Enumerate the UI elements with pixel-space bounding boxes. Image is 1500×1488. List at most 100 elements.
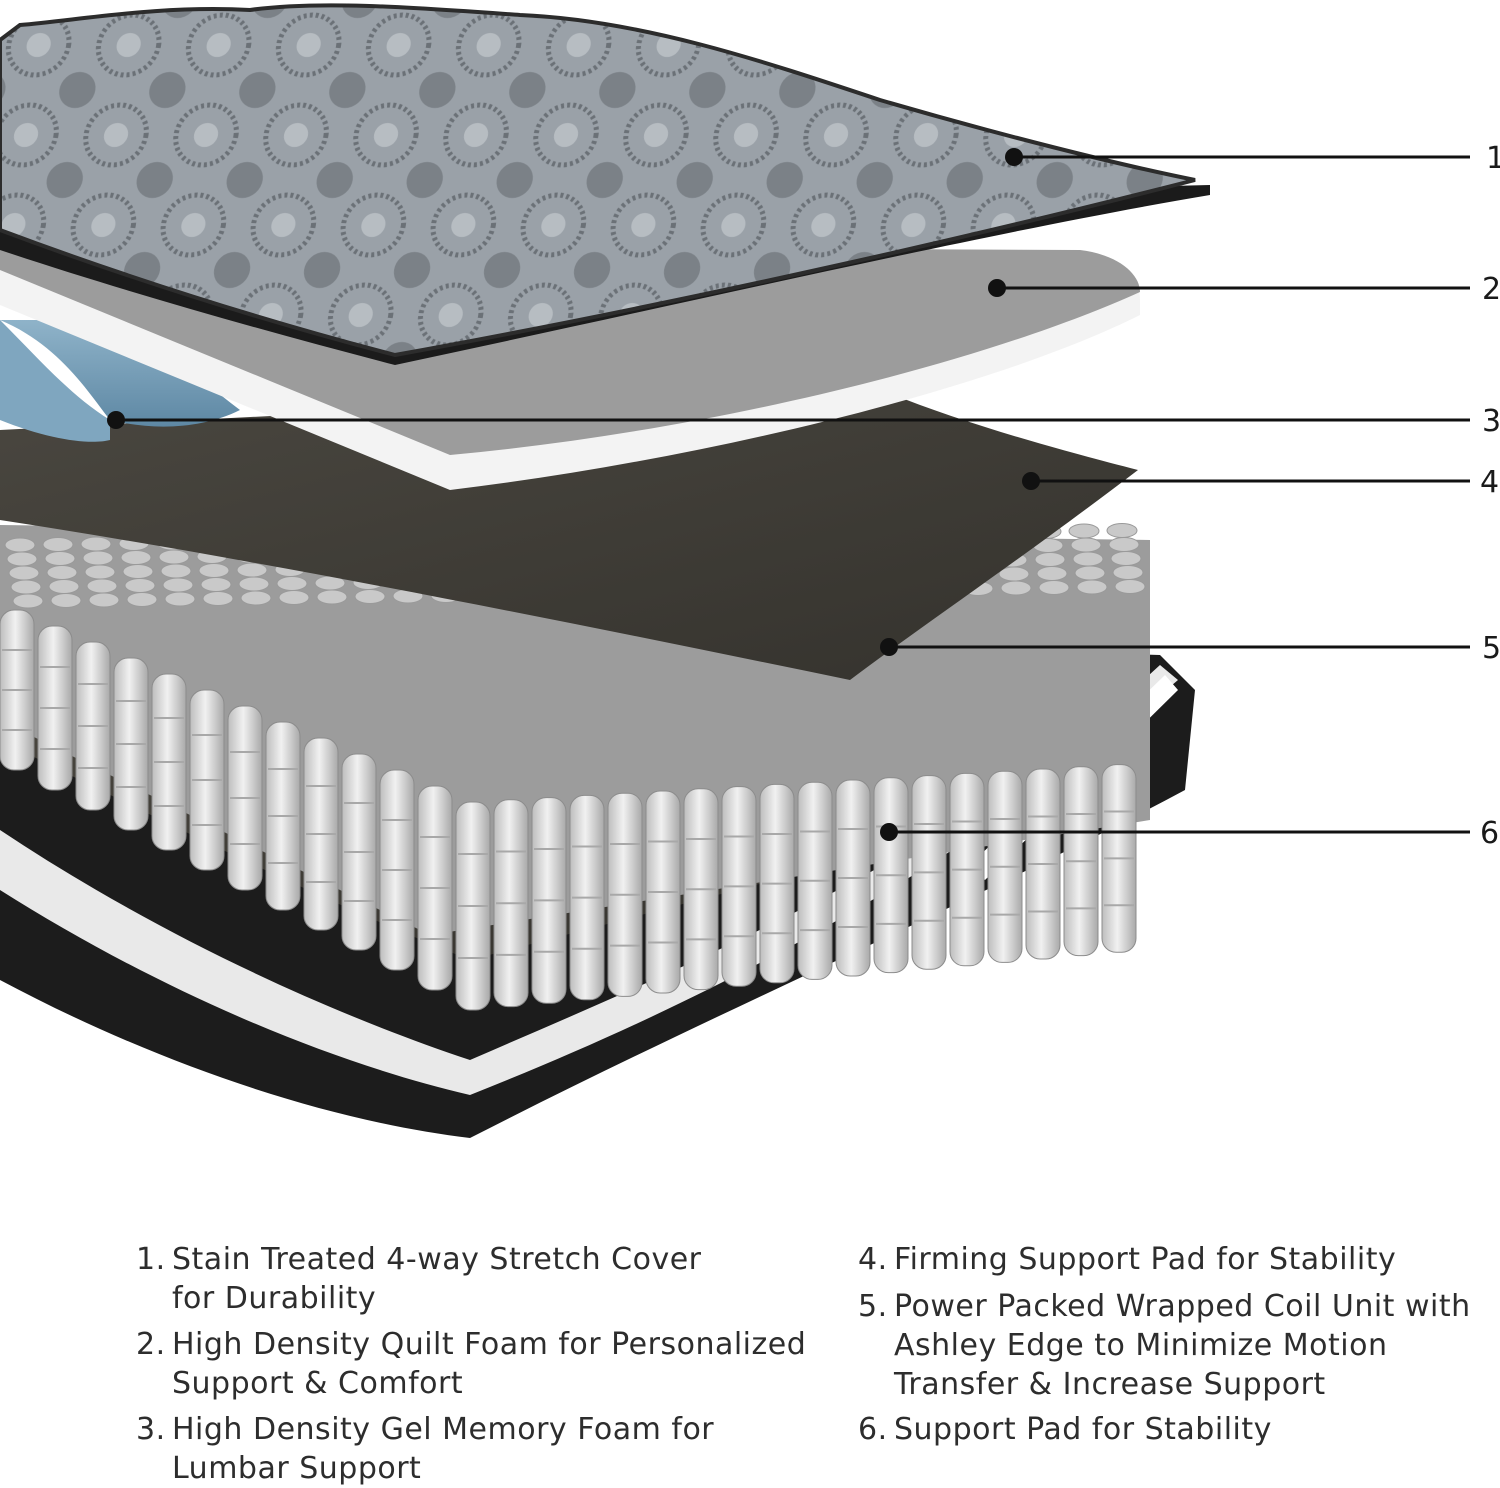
coil-top — [202, 591, 234, 606]
coil — [569, 794, 605, 1001]
coil — [227, 705, 263, 891]
coil — [417, 785, 453, 991]
gel-memory-foam-layer — [0, 320, 240, 427]
coil-top — [1072, 551, 1104, 567]
coil-top — [120, 550, 152, 565]
coil — [1063, 766, 1099, 957]
coil-top — [1076, 579, 1108, 595]
legend-item-1: 1. Stain Treated 4-way Stretch Cover for… — [136, 1240, 702, 1318]
coil-top — [316, 589, 348, 605]
coil — [873, 777, 909, 974]
coil-top — [1070, 537, 1102, 553]
legend-text: Power Packed Wrapped Coil Unit with Ashl… — [894, 1289, 1471, 1402]
coil-top — [238, 576, 270, 592]
coil — [911, 775, 947, 970]
coil — [683, 788, 719, 991]
coil — [189, 689, 225, 871]
callout-4: 4 — [1022, 465, 1499, 500]
coil-top — [50, 593, 82, 608]
coil-top — [84, 564, 116, 580]
coil — [797, 781, 833, 980]
coil-top — [42, 537, 74, 552]
legend-number: 6. — [858, 1412, 888, 1447]
legend-text: High Density Quilt Foam for Personalized… — [172, 1327, 807, 1401]
legend-text: High Density Gel Memory Foam for Lumbar … — [172, 1412, 715, 1486]
coil-top — [1108, 537, 1140, 552]
legend-number: 5. — [858, 1289, 888, 1324]
coil — [379, 769, 415, 971]
callout-number: 3 — [1482, 404, 1500, 439]
coil-top — [124, 578, 156, 593]
coil-top — [276, 576, 308, 591]
coil-top — [1034, 552, 1066, 567]
coil — [0, 609, 35, 771]
coil-top — [1106, 523, 1138, 538]
coil — [949, 772, 985, 967]
coil — [151, 673, 187, 851]
coil-top — [158, 549, 190, 565]
coil-top — [122, 564, 154, 579]
coil — [987, 770, 1023, 963]
coil — [645, 790, 681, 994]
stretch-cover-layer — [0, 3, 1210, 365]
callout-number: 4 — [1480, 465, 1499, 500]
legend-number: 3. — [136, 1412, 166, 1447]
coil — [303, 737, 339, 931]
coil-top — [126, 592, 158, 607]
coil — [455, 801, 491, 1011]
coil — [37, 625, 73, 791]
coil — [493, 799, 529, 1008]
coil-top — [80, 536, 112, 552]
coil — [75, 641, 111, 811]
coil-top — [44, 551, 76, 566]
legend-number: 2. — [136, 1327, 166, 1362]
coil — [759, 783, 795, 984]
coil-top — [198, 563, 230, 578]
layer-legend: 1. Stain Treated 4-way Stretch Cover for… — [0, 1230, 1500, 1486]
coil-top — [1000, 580, 1032, 596]
coil-top — [240, 590, 272, 606]
legend-item-3: 3. High Density Gel Memory Foam for Lumb… — [136, 1410, 714, 1488]
coil-top — [8, 565, 40, 581]
coil-top — [12, 593, 44, 609]
coil-top — [82, 550, 114, 566]
legend-item-4: 4. Firming Support Pad for Stability — [858, 1240, 1396, 1279]
coil-top — [164, 591, 196, 607]
coil-top — [354, 589, 386, 604]
coil-top — [1038, 580, 1070, 595]
legend-text: Support Pad for Stability — [894, 1412, 1272, 1447]
coil — [1025, 768, 1061, 960]
coil — [1101, 764, 1137, 953]
callout-number: 6 — [1480, 816, 1499, 851]
coil — [531, 797, 567, 1004]
coil-top — [48, 579, 80, 594]
coil-top — [1114, 579, 1146, 594]
callout-6: 6 — [880, 816, 1499, 851]
callout-number: 5 — [1482, 631, 1500, 666]
legend-text: Stain Treated 4-way Stretch Cover for Du… — [172, 1242, 702, 1316]
coil-top — [160, 563, 192, 579]
legend-number: 4. — [858, 1242, 888, 1277]
coil — [265, 721, 301, 911]
coil — [607, 792, 643, 997]
legend-item-6: 6. Support Pad for Stability — [858, 1410, 1272, 1449]
legend-item-2: 2. High Density Quilt Foam for Personali… — [136, 1325, 806, 1403]
legend-text: Firming Support Pad for Stability — [894, 1242, 1397, 1277]
coil-top — [200, 577, 232, 592]
coil-top — [88, 592, 120, 608]
coil-top — [4, 537, 36, 553]
coil-top — [6, 551, 38, 567]
legend-number: 1. — [136, 1242, 166, 1277]
callout-5: 5 — [880, 631, 1500, 666]
coil-top — [236, 562, 268, 578]
callout-3: 3 — [107, 404, 1500, 439]
callout-number: 1 — [1486, 141, 1500, 176]
legend-item-5: 5. Power Packed Wrapped Coil Unit with A… — [858, 1287, 1471, 1404]
coil — [721, 786, 757, 987]
coil-top — [1112, 565, 1144, 580]
coil-top — [10, 579, 42, 595]
coil-top — [1110, 551, 1142, 566]
coil-top — [1036, 566, 1068, 581]
mattress-layers-diagram: 1 2 3 4 5 6 — [0, 3, 1500, 1138]
coil — [113, 657, 149, 831]
